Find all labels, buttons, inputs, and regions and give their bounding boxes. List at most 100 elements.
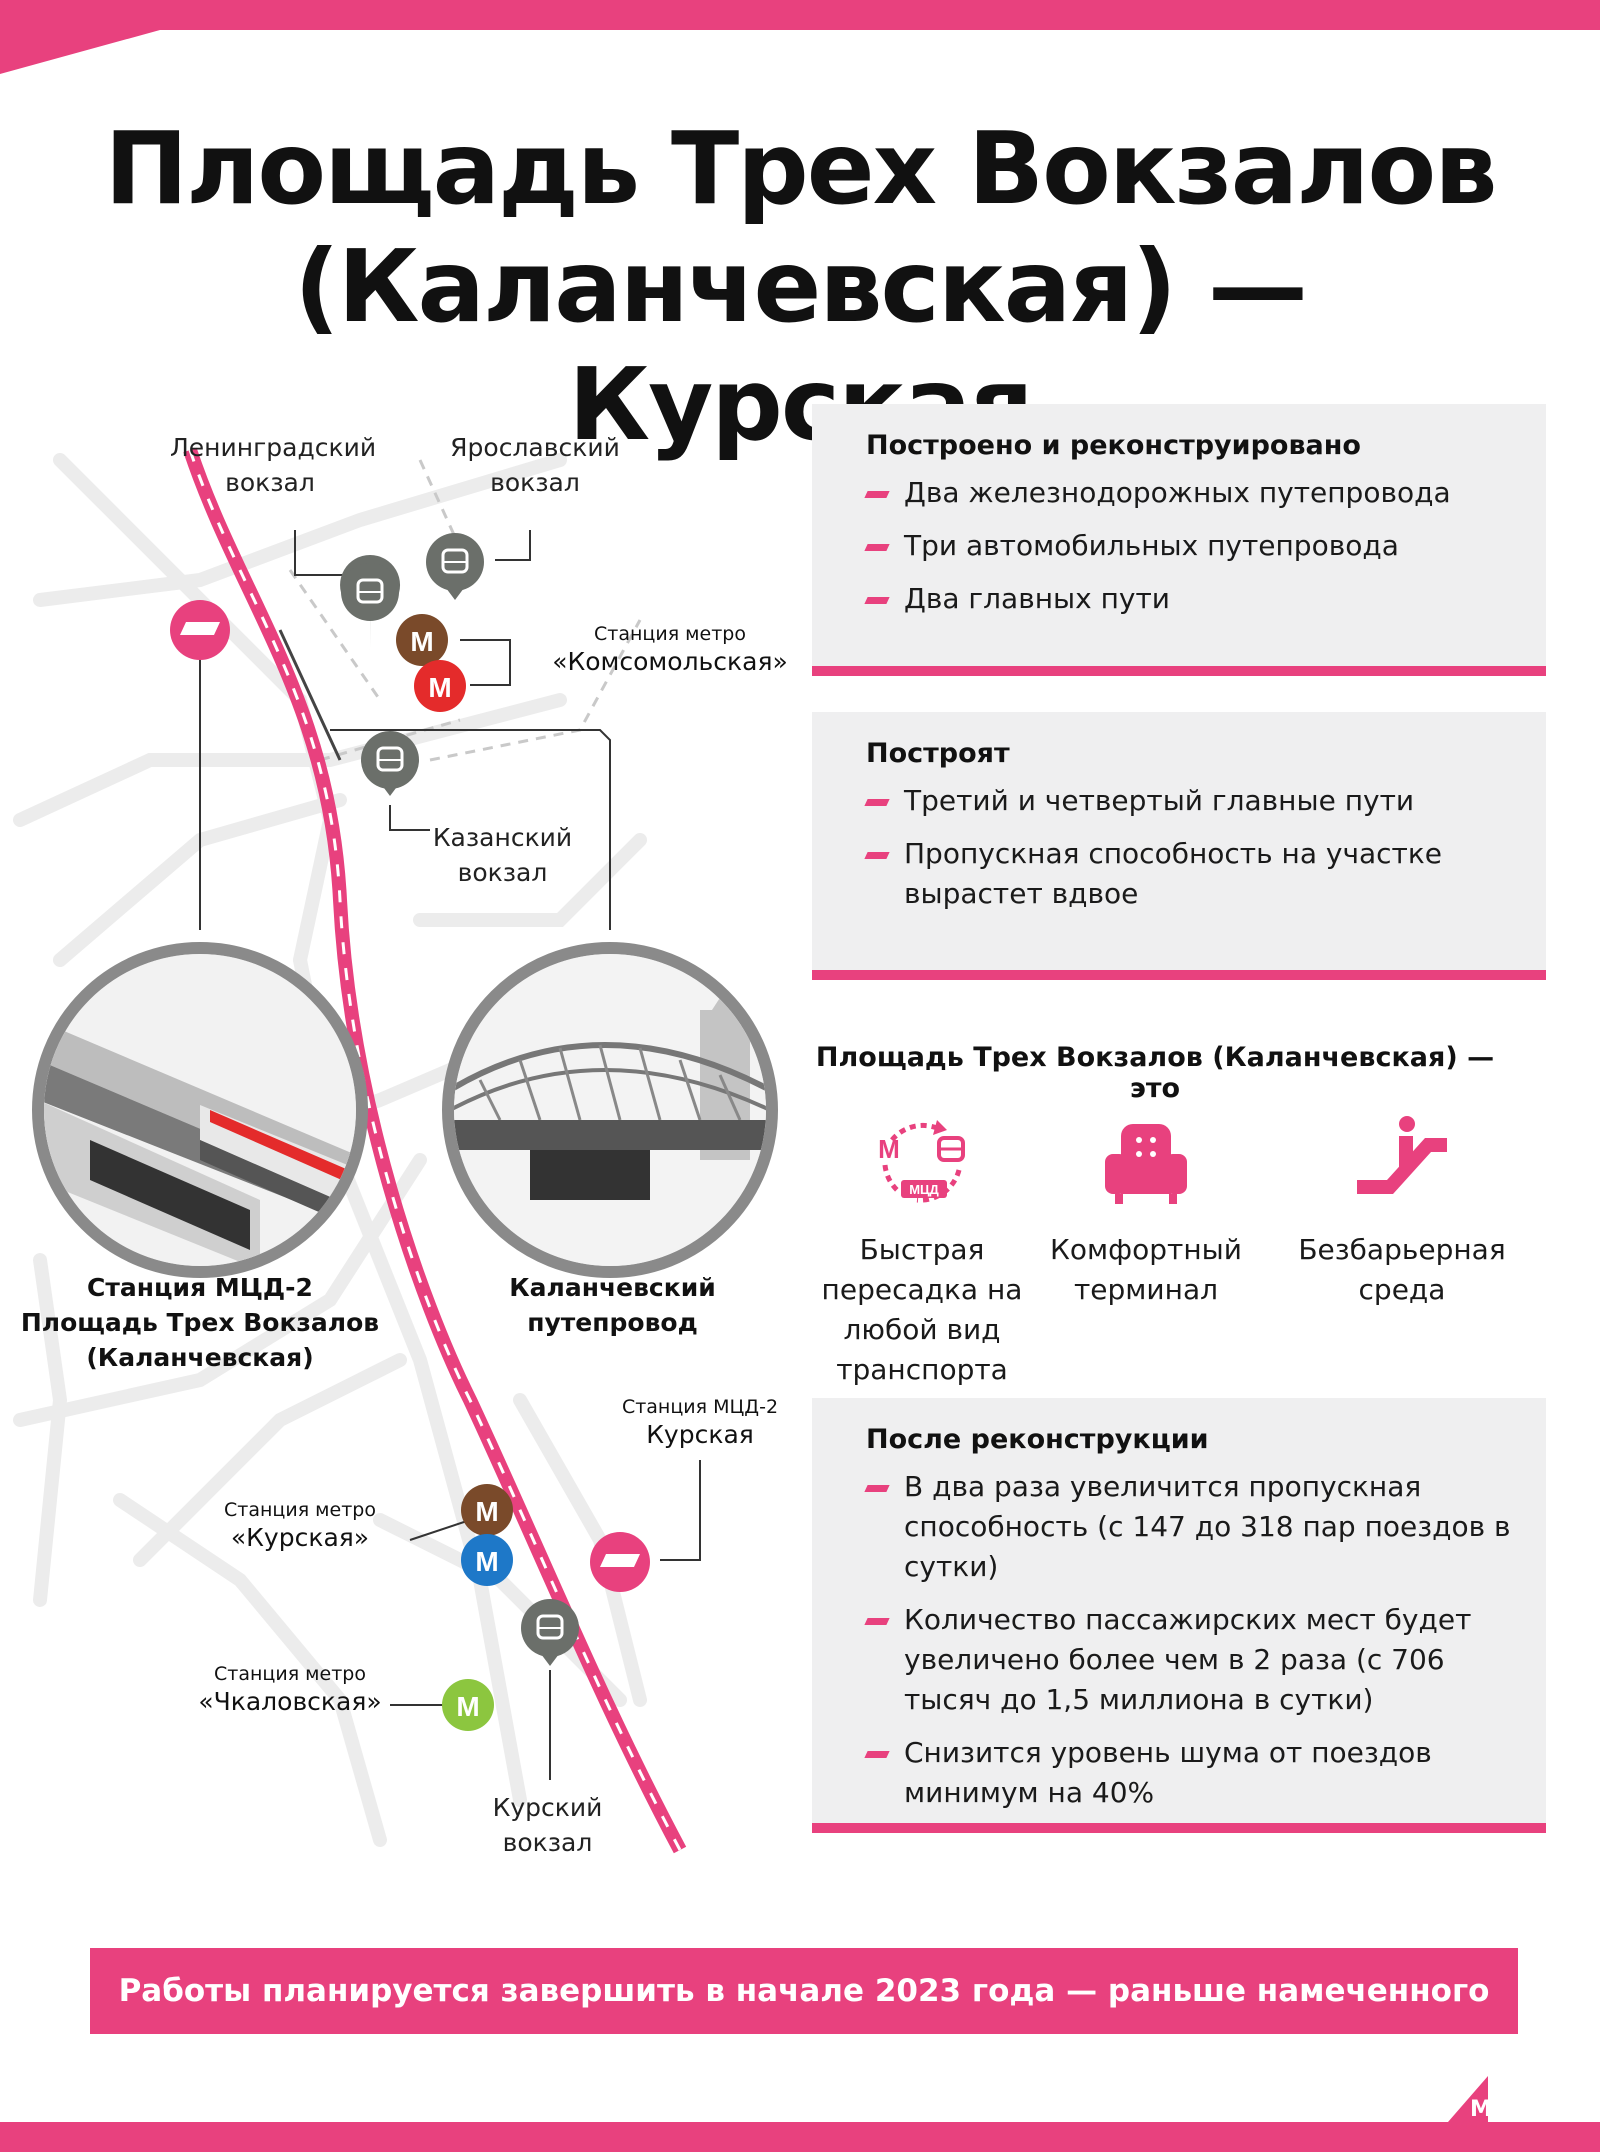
- bottom-accent-tab: [1448, 2076, 1488, 2122]
- panel-will-build: Построят Третий и четвертый главные пути…: [812, 712, 1546, 980]
- bullet-dash-icon: [864, 852, 890, 859]
- bottom-accent-bar: [0, 2122, 1600, 2152]
- transfer-metro-letter: М: [878, 1134, 900, 1164]
- route-map: М М М М М: [0, 400, 800, 1920]
- feature-accessibility: Безбарьерная среда: [1282, 1110, 1522, 1310]
- list-item: Третий и четвертый главные пути: [864, 781, 1512, 821]
- komsomolskaya-metro-brown-icon[interactable]: М: [396, 614, 448, 666]
- bullet-dash-icon: [864, 1751, 890, 1758]
- list-item-text: Два главных пути: [904, 582, 1170, 615]
- list-item-text: Снизится уровень шума от поездов минимум…: [904, 1736, 1432, 1809]
- panel-built: Построено и реконструировано Два железно…: [812, 404, 1546, 676]
- mcd-station-label-line2: Площадь Трех Вокзалов: [20, 1308, 380, 1337]
- mcd-pin-kurskaya[interactable]: [590, 1532, 650, 1592]
- mcd-badge-text: МЦД: [909, 1182, 939, 1197]
- yaroslavsky-station-pin[interactable]: [426, 533, 484, 600]
- komsomolskaya-metro-red-icon[interactable]: М: [414, 660, 466, 712]
- kursky-label-line1: Курский: [492, 1793, 603, 1822]
- kazansky-label-line1: Казанский: [432, 823, 573, 852]
- bullet-dash-icon: [864, 597, 890, 604]
- panel-will-build-list: Третий и четвертый главные пути Пропускн…: [864, 781, 1512, 914]
- yaroslavsky-label-line1: Ярославский: [450, 433, 620, 462]
- mcd-pin-north[interactable]: [170, 600, 230, 660]
- leningradsky-label-line1: Ленинградский: [170, 433, 377, 462]
- leningradsky-label-line2: вокзал: [225, 468, 315, 497]
- bullet-dash-icon: [864, 491, 890, 498]
- page-title: Площадь Трех Вокзалов (Каланчевская) — К…: [60, 110, 1540, 464]
- metro-letter: М: [428, 672, 451, 703]
- kursky-label: Курский вокзал: [450, 1790, 645, 1860]
- list-item: Пропускная способность на участке выраст…: [864, 834, 1512, 914]
- top-accent-bar: [0, 0, 1600, 30]
- kursky-label-line2: вокзал: [502, 1828, 593, 1857]
- list-item: Три автомобильных путепровода: [864, 526, 1512, 566]
- yaroslavsky-label: Ярославский вокзал: [435, 430, 635, 500]
- chkalovskaya-caption: Станция метро: [214, 1663, 366, 1685]
- list-item-text: Количество пассажирских мест будет увели…: [904, 1603, 1472, 1716]
- kurskaya-metro-name: «Курская»: [230, 1523, 370, 1552]
- mcd-station-label: Станция МЦД-2 Площадь Трех Вокзалов (Кал…: [20, 1270, 380, 1375]
- title-line-1: Площадь Трех Вокзалов: [104, 110, 1497, 227]
- feature-transfer-label: Быстрая пересадка на любой вид транспорт…: [821, 1233, 1023, 1386]
- overpass-label-line2: путепровод: [527, 1308, 698, 1337]
- kursky-station-pin[interactable]: [521, 1599, 579, 1666]
- transfer-icon: М МЦД: [867, 1110, 977, 1210]
- list-item: Снизится уровень шума от поездов минимум…: [864, 1733, 1512, 1813]
- bullet-dash-icon: [864, 544, 890, 551]
- mcd-station-label-line3: (Каланчевская): [86, 1343, 314, 1372]
- kurskaya-metro-caption: Станция метро: [224, 1499, 376, 1521]
- escalator-icon: [1347, 1110, 1457, 1210]
- metro-letter: М: [475, 1546, 498, 1577]
- panel-after: После реконструкции В два раза увеличитс…: [812, 1398, 1546, 1833]
- chkalovskaya-metro-green-icon[interactable]: М: [442, 1679, 494, 1731]
- mcd-kurskaya-name: Курская: [646, 1420, 754, 1449]
- brand-logo[interactable]: MOS.RU: [1470, 2097, 1576, 2122]
- kurskaya-metro-label: Станция метро «Курская»: [200, 1498, 400, 1554]
- feature-transfer: М МЦД Быстрая пересадка на любой вид тра…: [802, 1110, 1042, 1390]
- leningradsky-label: Ленинградский вокзал: [170, 430, 377, 500]
- metro-letter: М: [410, 626, 433, 657]
- kurskaya-metro-brown-icon[interactable]: М: [461, 1484, 513, 1536]
- top-accent-tab: [0, 30, 160, 74]
- list-item: В два раза увеличится пропускная способн…: [864, 1467, 1512, 1587]
- feature-comfort: Комфортный терминал: [1026, 1110, 1266, 1310]
- kazansky-label: Казанский вокзал: [400, 820, 605, 890]
- list-item: Два железнодорожных путепровода: [864, 473, 1512, 513]
- list-item-text: В два раза увеличится пропускная способн…: [904, 1470, 1511, 1583]
- panel-after-list: В два раза увеличится пропускная способн…: [864, 1467, 1512, 1813]
- metro-letter: М: [475, 1496, 498, 1527]
- komsomolskaya-label: Станция метро «Комсомольская»: [545, 622, 795, 678]
- armchair-icon: [1091, 1110, 1201, 1210]
- komsomolskaya-name: «Комсомольская»: [552, 647, 788, 676]
- list-item-text: Три автомобильных путепровода: [904, 529, 1399, 562]
- mcd-station-label-line1: Станция МЦД-2: [87, 1273, 313, 1302]
- overpass-illustration: [442, 942, 778, 1278]
- chkalovskaya-label: Станция метро «Чкаловская»: [190, 1662, 390, 1718]
- bullet-dash-icon: [864, 1485, 890, 1492]
- metro-letter: М: [456, 1691, 479, 1722]
- panel-will-build-title: Построят: [866, 738, 1010, 769]
- feature-accessibility-label: Безбарьерная среда: [1298, 1233, 1506, 1306]
- list-item-text: Пропускная способность на участке выраст…: [904, 837, 1443, 910]
- mcd-station-illustration: [32, 942, 368, 1278]
- panel-built-list: Два железнодорожных путепровода Три авто…: [864, 473, 1512, 619]
- bullet-dash-icon: [864, 799, 890, 806]
- panel-built-title: Построено и реконструировано: [866, 430, 1361, 461]
- feature-comfort-label: Комфортный терминал: [1050, 1233, 1242, 1306]
- panel-after-title: После реконструкции: [866, 1424, 1209, 1455]
- leningradsky-station-pin[interactable]: [340, 555, 401, 650]
- list-item-text: Третий и четвертый главные пути: [904, 784, 1415, 817]
- kazansky-station-pin[interactable]: [361, 731, 419, 796]
- overpass-label-line1: Каланчевский: [509, 1273, 716, 1302]
- yaroslavsky-label-line2: вокзал: [490, 468, 580, 497]
- rail-dashes: [288, 459, 642, 762]
- mcd-kurskaya-caption: Станция МЦД-2: [621, 1396, 779, 1418]
- features-title: Площадь Трех Вокзалов (Каланчевская) — э…: [815, 1042, 1495, 1104]
- kazansky-label-line2: вокзал: [457, 858, 548, 887]
- list-item: Два главных пути: [864, 579, 1512, 619]
- completion-banner: Работы планируется завершить в начале 20…: [90, 1948, 1518, 2095]
- list-item-text: Два железнодорожных путепровода: [904, 476, 1451, 509]
- kurskaya-metro-blue-icon[interactable]: М: [461, 1534, 513, 1586]
- leader-lines: [199, 530, 701, 1780]
- overpass-label: Каланчевский путепровод: [500, 1270, 725, 1340]
